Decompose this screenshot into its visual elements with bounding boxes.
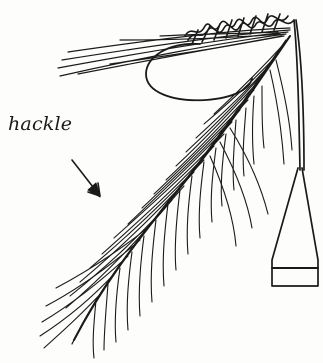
body-oval	[146, 44, 252, 100]
hook-shank	[294, 20, 304, 170]
hackle-barbs	[40, 46, 292, 358]
upper-fibers	[58, 28, 290, 76]
hackle-label: hackle	[8, 113, 72, 135]
callout-arrow	[72, 160, 100, 197]
